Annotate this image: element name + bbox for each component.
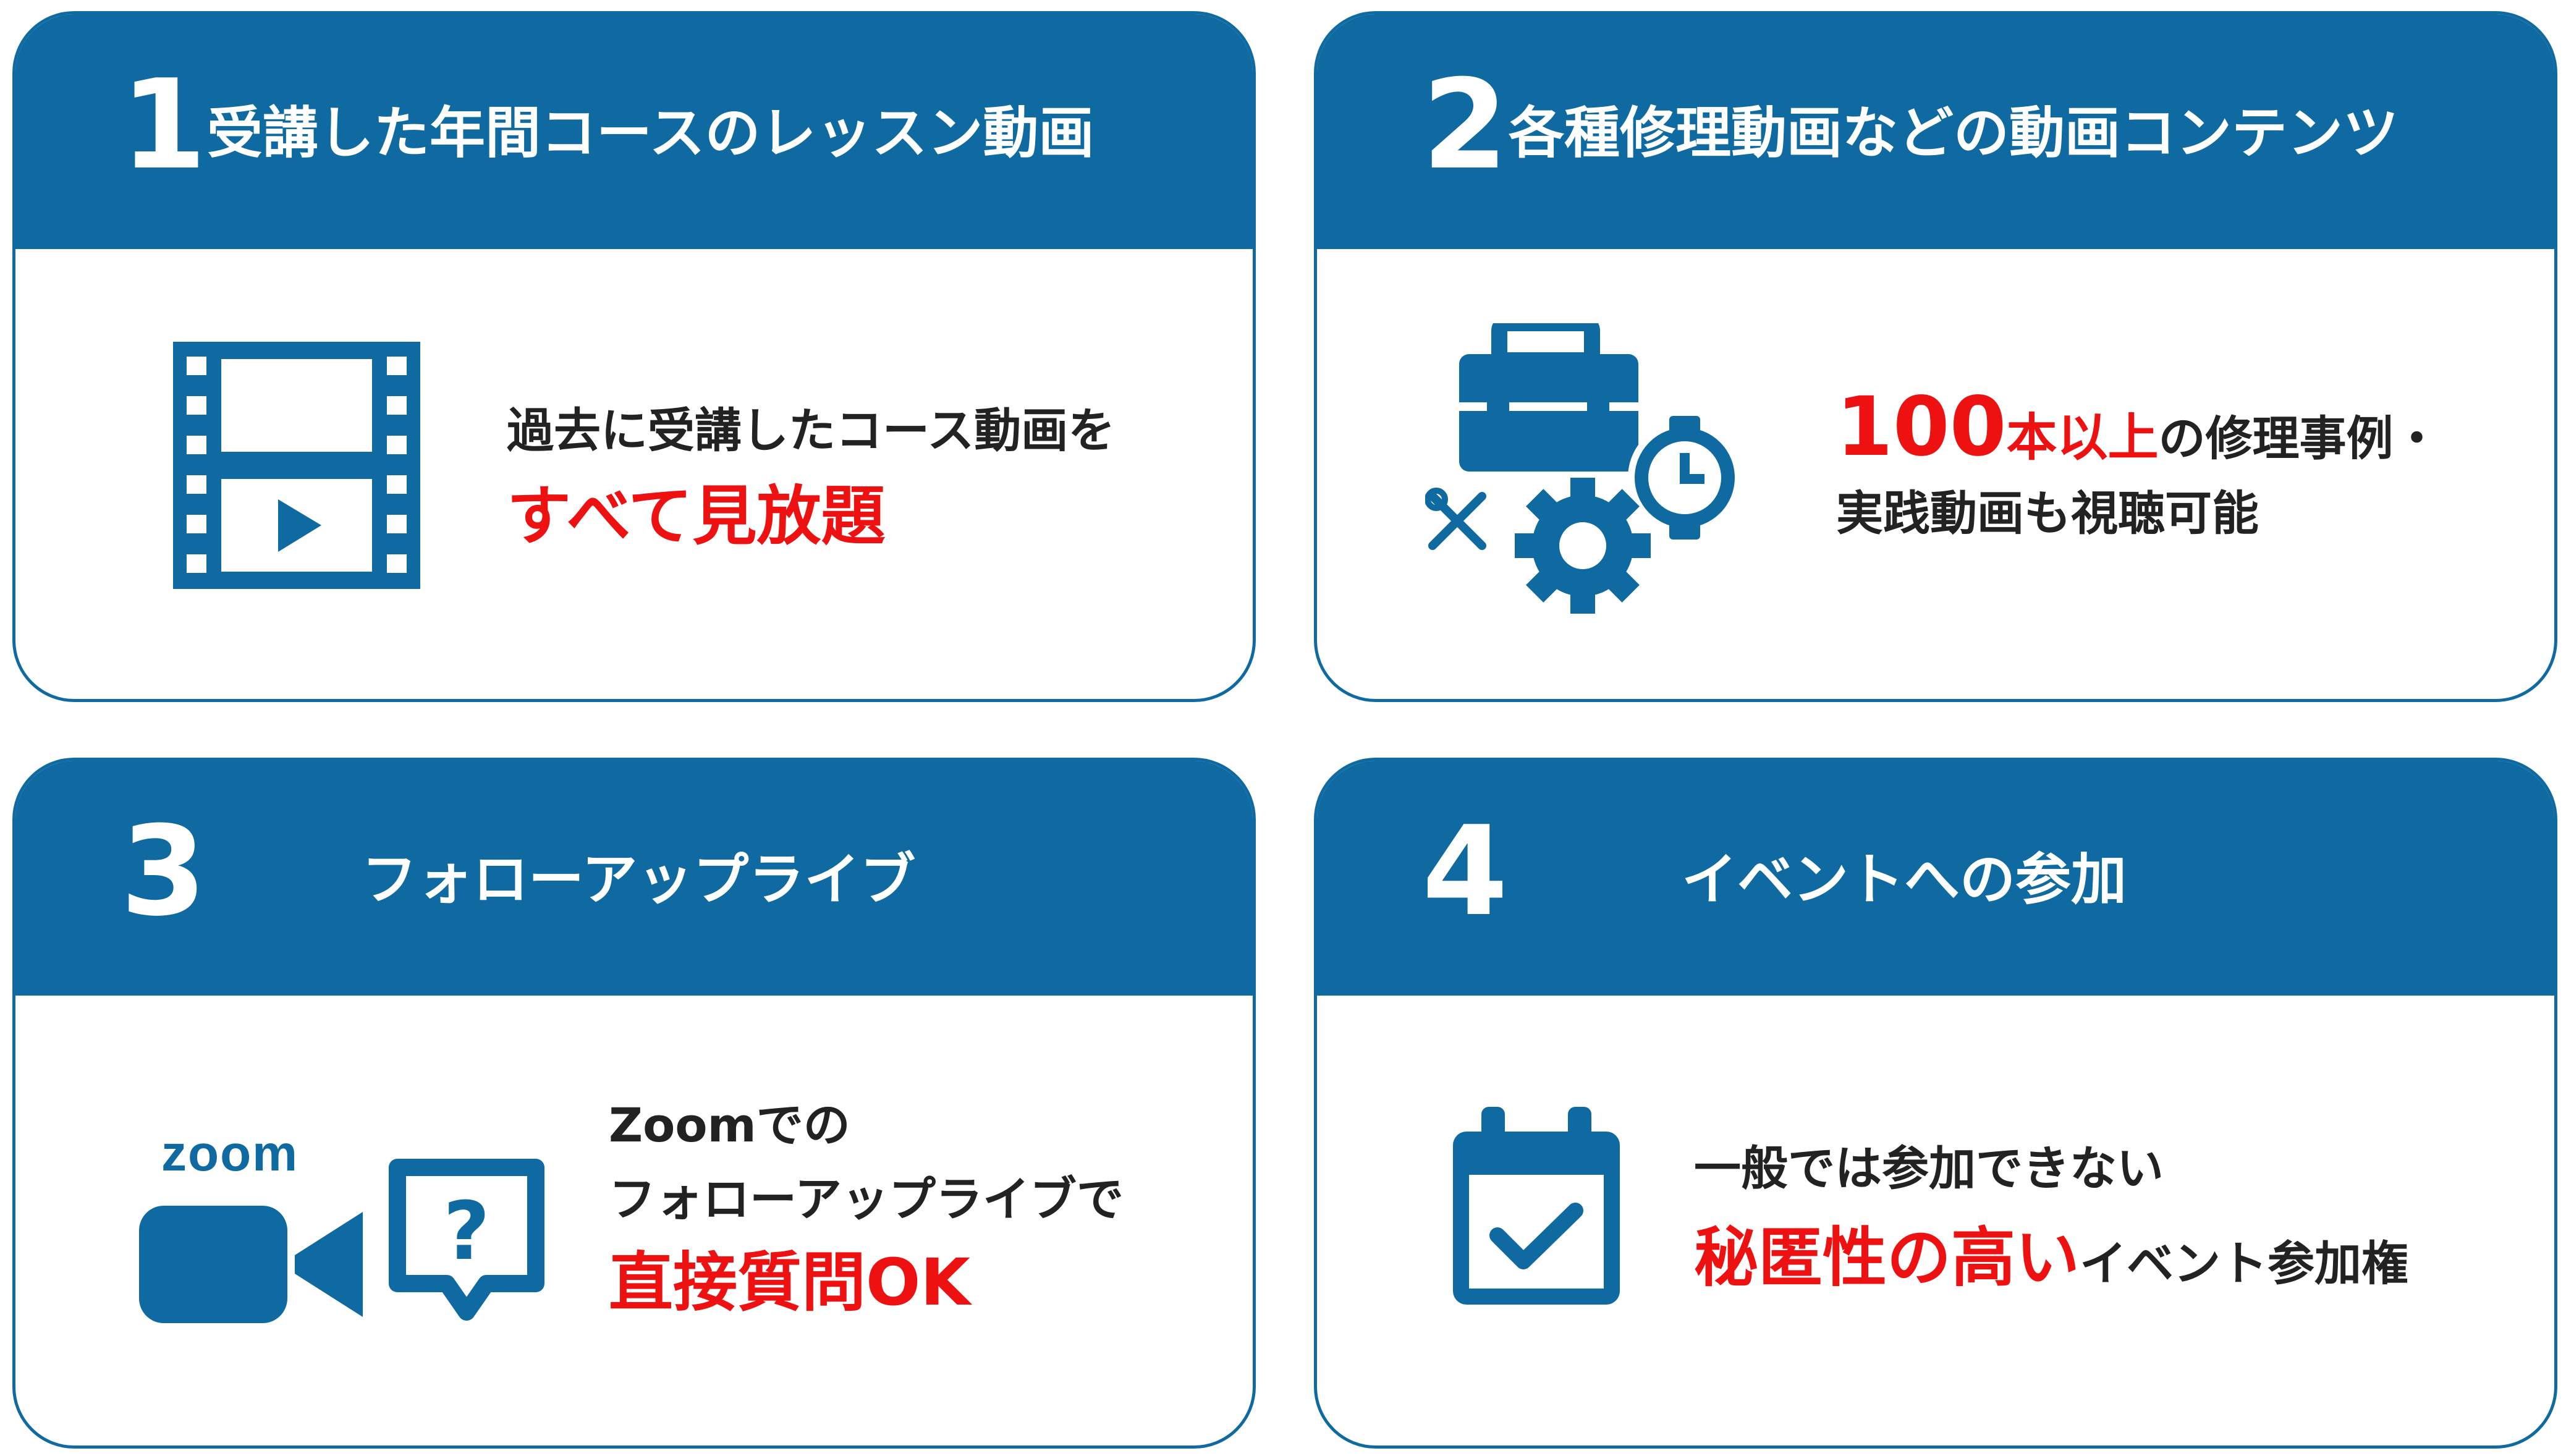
zoom-video-camera-icon	[139, 1206, 363, 1323]
line1-rest: の修理事例・	[2158, 411, 2441, 466]
question-bubble-icon: ?	[389, 1159, 544, 1321]
card-text-line2: 実践動画も視聴可能	[1836, 486, 2259, 541]
svg-text:?: ?	[443, 1184, 489, 1278]
card-highlight: 秘匿性の高い	[1694, 1220, 2080, 1295]
line2-rest: イベント参加権	[2080, 1236, 2409, 1291]
feature-card-events: 4 イベントへの参加 一般では参加できない 秘匿性の高いイベント参加権	[1314, 758, 2557, 1449]
card-text-line1: 過去に受講したコース動画を	[507, 403, 1116, 458]
film-strip-play-icon	[173, 342, 420, 589]
highlight-unit: 本以上	[2006, 408, 2159, 467]
card-title: 各種修理動画などの動画コンテンツ	[1509, 101, 2399, 166]
zoom-logo: zoom	[161, 1125, 299, 1182]
card-text-line2: フォローアップライブで	[609, 1172, 1124, 1227]
card-header: 1 受講した年間コースのレッスン動画	[15, 14, 1253, 249]
card-title: イベントへの参加	[1682, 847, 2127, 912]
card-highlight: 直接質問OK	[609, 1245, 971, 1320]
card-number: 2	[1422, 53, 1509, 197]
card-text-line1: 100本以上の修理事例・	[1836, 386, 2441, 468]
card-highlight: すべて見放題	[507, 478, 886, 554]
feature-card-lesson-videos: 1 受講した年間コースのレッスン動画 過去に受講したコース動画を すべて見放題	[12, 11, 1256, 702]
highlight-number: 100	[1836, 379, 2007, 475]
card-header: 2 各種修理動画などの動画コンテンツ	[1317, 14, 2554, 249]
card-title: フォローアップライブ	[362, 847, 916, 912]
card-text-line1: Zoomでの	[609, 1098, 850, 1153]
card-number: 3	[121, 800, 207, 944]
feature-card-repair-videos: 2 各種修理動画などの動画コンテンツ 100本以上の修理事例・ 実践動画も視	[1314, 11, 2557, 702]
card-number: 1	[121, 53, 207, 197]
card-text-line2: 秘匿性の高いイベント参加権	[1694, 1225, 2408, 1290]
card-number: 4	[1422, 800, 1509, 944]
calendar-check-icon	[1453, 1107, 1620, 1305]
card-header: 3 フォローアップライブ	[15, 761, 1253, 996]
card-text-line1: 一般では参加できない	[1694, 1141, 2164, 1196]
toolbox-gear-clock-icon	[1425, 323, 1742, 614]
card-title: 受講した年間コースのレッスン動画	[207, 101, 1095, 166]
feature-card-follow-up-live: 3 フォローアップライブ zoom ? Zoomでの フォローアップライブで 直…	[12, 758, 1256, 1449]
card-header: 4 イベントへの参加	[1317, 761, 2554, 996]
